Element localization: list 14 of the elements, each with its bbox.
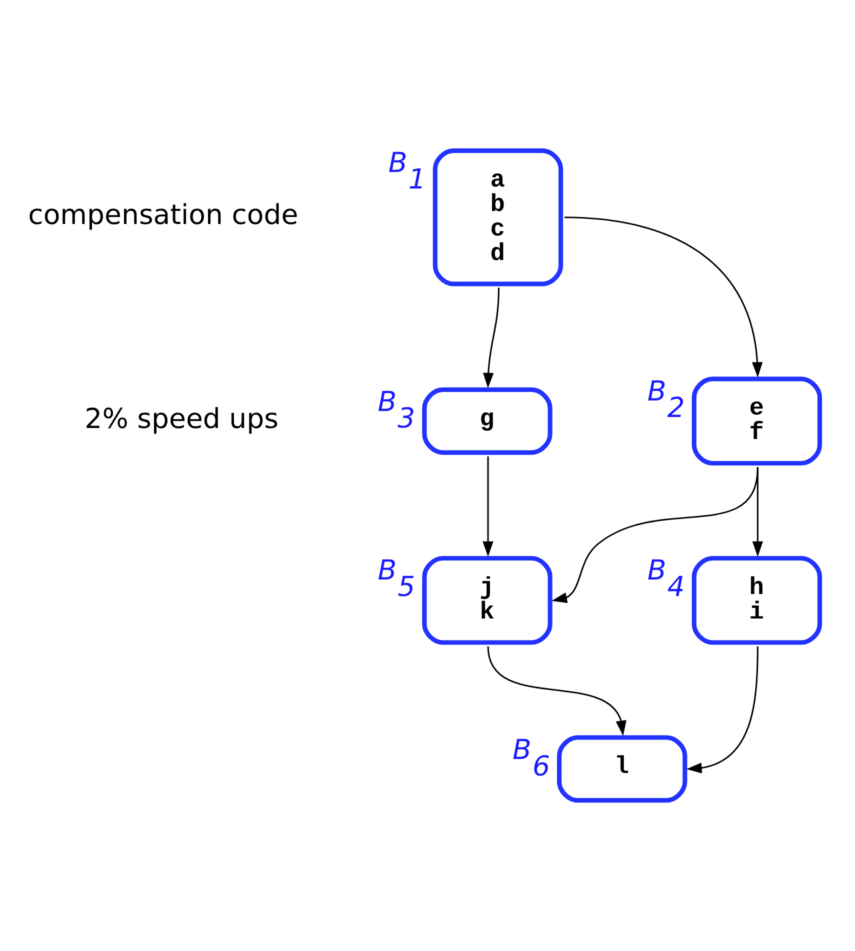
node-box: a b c d: [432, 148, 564, 286]
node-box: h i: [692, 556, 822, 645]
arrow: [552, 466, 758, 603]
node-box: g: [422, 387, 552, 455]
node-box: l: [556, 735, 688, 803]
arrow: [686, 646, 758, 774]
label: 2% speed ups: [84, 402, 279, 435]
label: compensation code: [28, 198, 298, 232]
arrow: [564, 216, 763, 378]
arrow: [487, 646, 626, 736]
node-box: j k: [422, 556, 552, 645]
arrow: [482, 288, 500, 388]
node-box: e f: [692, 376, 822, 466]
arrow: [482, 456, 494, 557]
